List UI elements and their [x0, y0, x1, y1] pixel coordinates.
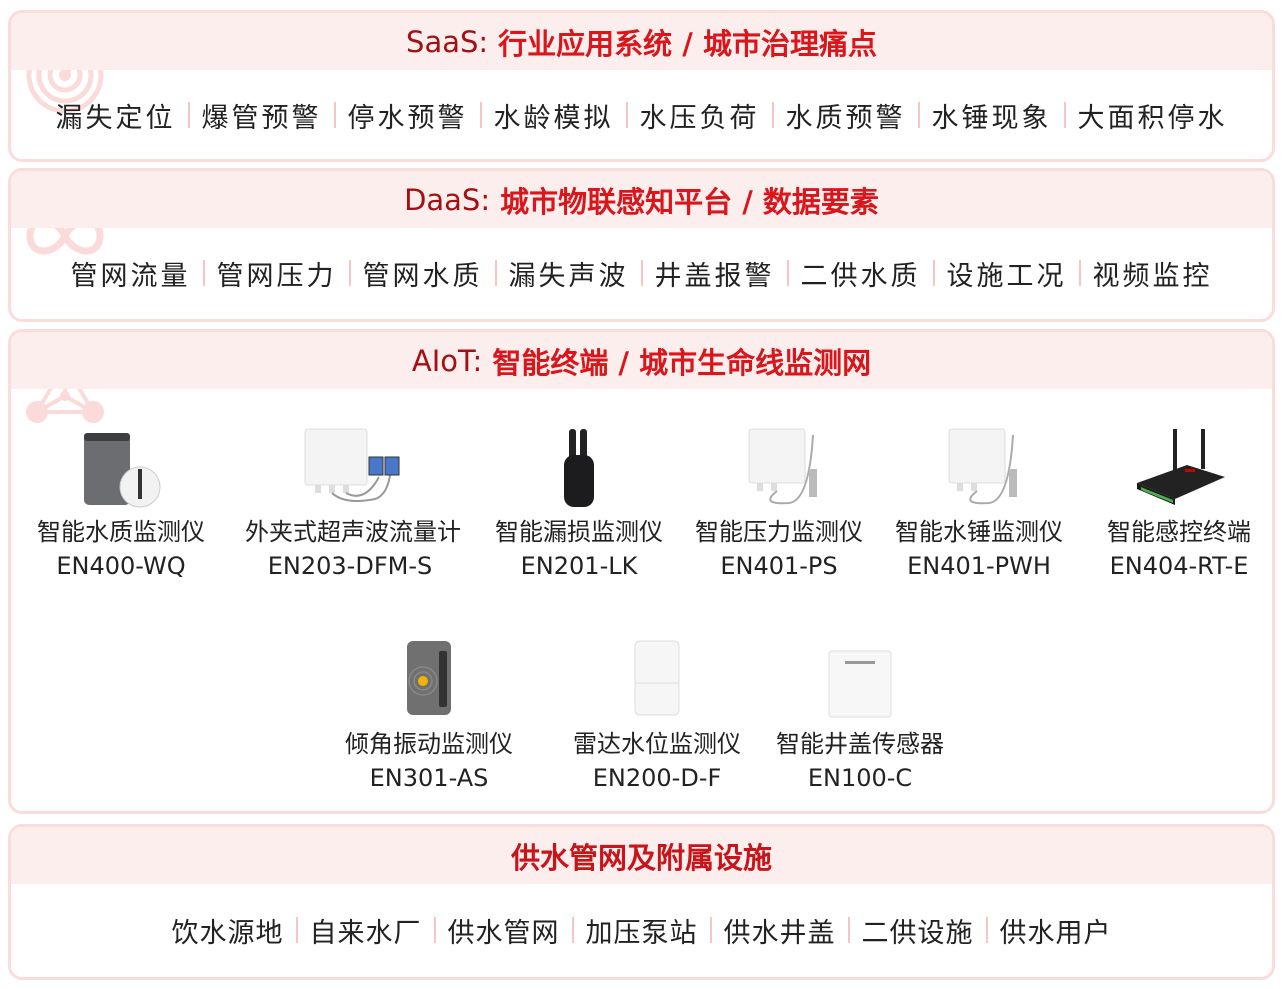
daas-tag: 管网流量: [70, 260, 191, 292]
product-name: 外夹式超声波流量计: [245, 518, 461, 546]
separator: [786, 260, 789, 286]
radar-level-monitor-image: [552, 633, 762, 721]
separator: [932, 260, 935, 286]
saas-tags: 漏失定位 爆管预警 停水预警 水龄模拟 水压负荷 水质预警 水锤现象 大面积停水: [11, 70, 1272, 159]
aiot-panel: AIoT: 智能终端 / 城市生命线监测网 智能水质监测仪 EN400-WQ: [8, 329, 1275, 814]
product-model: EN200-D-F: [592, 764, 722, 792]
saas-tag: 大面积停水: [1077, 102, 1228, 134]
separator: [1078, 260, 1081, 286]
separator: [494, 260, 497, 286]
product-model: EN201-LK: [520, 552, 638, 580]
product-name: 智能漏损监测仪: [495, 518, 663, 546]
separator: [202, 260, 205, 286]
separator: [1063, 102, 1066, 128]
separator: [348, 260, 351, 286]
pressure-monitor-image: [674, 421, 884, 509]
daas-tag: 井盖报警: [654, 260, 775, 292]
product-model: EN100-C: [807, 764, 913, 792]
aiot-prefix: AIoT:: [411, 343, 483, 378]
saas-tag: 停水预警: [347, 102, 468, 134]
product-model: EN400-WQ: [56, 552, 186, 580]
product-card[interactable]: 智能井盖传感器 EN100-C: [755, 633, 965, 795]
separator: [571, 917, 574, 943]
saas-panel: SaaS: 行业应用系统 / 城市治理痛点 漏失定位 爆管预警 停水预警 水龄模…: [8, 10, 1275, 162]
daas-prefix: DaaS:: [404, 182, 491, 217]
product-card[interactable]: 雷达水位监测仪 EN200-D-F: [552, 633, 762, 795]
product-name: 倾角振动监测仪: [345, 730, 513, 758]
product-card[interactable]: 智能水锤监测仪 EN401-PWH: [874, 421, 1084, 583]
infra-tag: 供水管网: [447, 917, 560, 949]
daas-header: DaaS: 城市物联感知平台 / 数据要素: [11, 171, 1272, 228]
product-name: 智能井盖传感器: [776, 730, 944, 758]
product-name: 智能压力监测仪: [695, 518, 863, 546]
product-model: EN301-AS: [369, 764, 489, 792]
separator: [917, 102, 920, 128]
product-model: EN401-PS: [720, 552, 838, 580]
infra-panel: 供水管网及附属设施 饮水源地 自来水厂 供水管网 加压泵站 供水井盖 二供设施 …: [8, 824, 1275, 980]
infra-tag: 供水用户: [999, 917, 1112, 949]
infra-tag: 自来水厂: [309, 917, 422, 949]
manhole-sensor-image: [755, 633, 965, 721]
ultrasonic-flowmeter-image: [245, 421, 455, 509]
saas-tag: 漏失定位: [55, 102, 176, 134]
product-model: EN203-DFM-S: [267, 552, 433, 580]
separator: [625, 102, 628, 128]
tilt-vibration-monitor-image: [324, 633, 534, 721]
saas-header: SaaS: 行业应用系统 / 城市治理痛点: [11, 13, 1272, 70]
product-name: 雷达水位监测仪: [573, 730, 741, 758]
daas-tags: 管网流量 管网压力 管网水质 漏失声波 井盖报警 二供水质 设施工况 视频监控: [11, 228, 1272, 318]
daas-tag: 管网压力: [216, 260, 337, 292]
separator: [295, 917, 298, 943]
product-name: 智能水锤监测仪: [895, 518, 1063, 546]
saas-prefix: SaaS:: [406, 24, 489, 59]
aiot-header: AIoT: 智能终端 / 城市生命线监测网: [11, 332, 1272, 389]
infra-title: 供水管网及附属设施: [510, 840, 772, 875]
saas-tag: 水锤现象: [931, 102, 1052, 134]
separator: [847, 917, 850, 943]
saas-tag: 水质预警: [785, 102, 906, 134]
product-card[interactable]: 智能水质监测仪 EN400-WQ: [16, 421, 226, 583]
product-name: 智能水质监测仪: [37, 518, 205, 546]
product-card[interactable]: 外夹式超声波流量计 EN203-DFM-S: [245, 421, 461, 583]
product-card[interactable]: 倾角振动监测仪 EN301-AS: [324, 633, 534, 795]
infra-tags: 饮水源地 自来水厂 供水管网 加压泵站 供水井盖 二供设施 供水用户: [11, 884, 1272, 976]
infra-tag: 饮水源地: [171, 917, 284, 949]
daas-tag: 漏失声波: [508, 260, 629, 292]
water-quality-monitor-image: [16, 421, 226, 509]
separator: [187, 102, 190, 128]
aiot-title: 智能终端 / 城市生命线监测网: [492, 345, 872, 380]
saas-tag: 爆管预警: [201, 102, 322, 134]
daas-tag: 设施工况: [946, 260, 1067, 292]
saas-tag: 水龄模拟: [493, 102, 614, 134]
separator: [709, 917, 712, 943]
daas-tag: 视频监控: [1092, 260, 1213, 292]
infra-header: 供水管网及附属设施: [11, 827, 1272, 884]
product-model: EN404-RT-E: [1109, 552, 1249, 580]
saas-title: 行业应用系统 / 城市治理痛点: [498, 26, 877, 61]
separator: [985, 917, 988, 943]
separator: [771, 102, 774, 128]
infra-tag: 加压泵站: [585, 917, 698, 949]
daas-title: 城市物联感知平台 / 数据要素: [500, 184, 879, 219]
saas-tag: 水压负荷: [639, 102, 760, 134]
product-card[interactable]: 智能感控终端 EN404-RT-E: [1074, 421, 1272, 583]
daas-panel: DaaS: 城市物联感知平台 / 数据要素 管网流量 管网压力 管网水质 漏失声…: [8, 168, 1275, 322]
separator: [640, 260, 643, 286]
separator: [479, 102, 482, 128]
product-card[interactable]: 智能漏损监测仪 EN201-LK: [474, 421, 684, 583]
daas-tag: 二供水质: [800, 260, 921, 292]
product-card[interactable]: 智能压力监测仪 EN401-PS: [674, 421, 884, 583]
infra-tag: 供水井盖: [723, 917, 836, 949]
separator: [333, 102, 336, 128]
leak-monitor-image: [474, 421, 684, 509]
control-terminal-image: [1074, 421, 1272, 509]
daas-tag: 管网水质: [362, 260, 483, 292]
product-model: EN401-PWH: [907, 552, 1051, 580]
infra-tag: 二供设施: [861, 917, 974, 949]
water-hammer-monitor-image: [874, 421, 1084, 509]
separator: [433, 917, 436, 943]
product-name: 智能感控终端: [1107, 518, 1251, 546]
